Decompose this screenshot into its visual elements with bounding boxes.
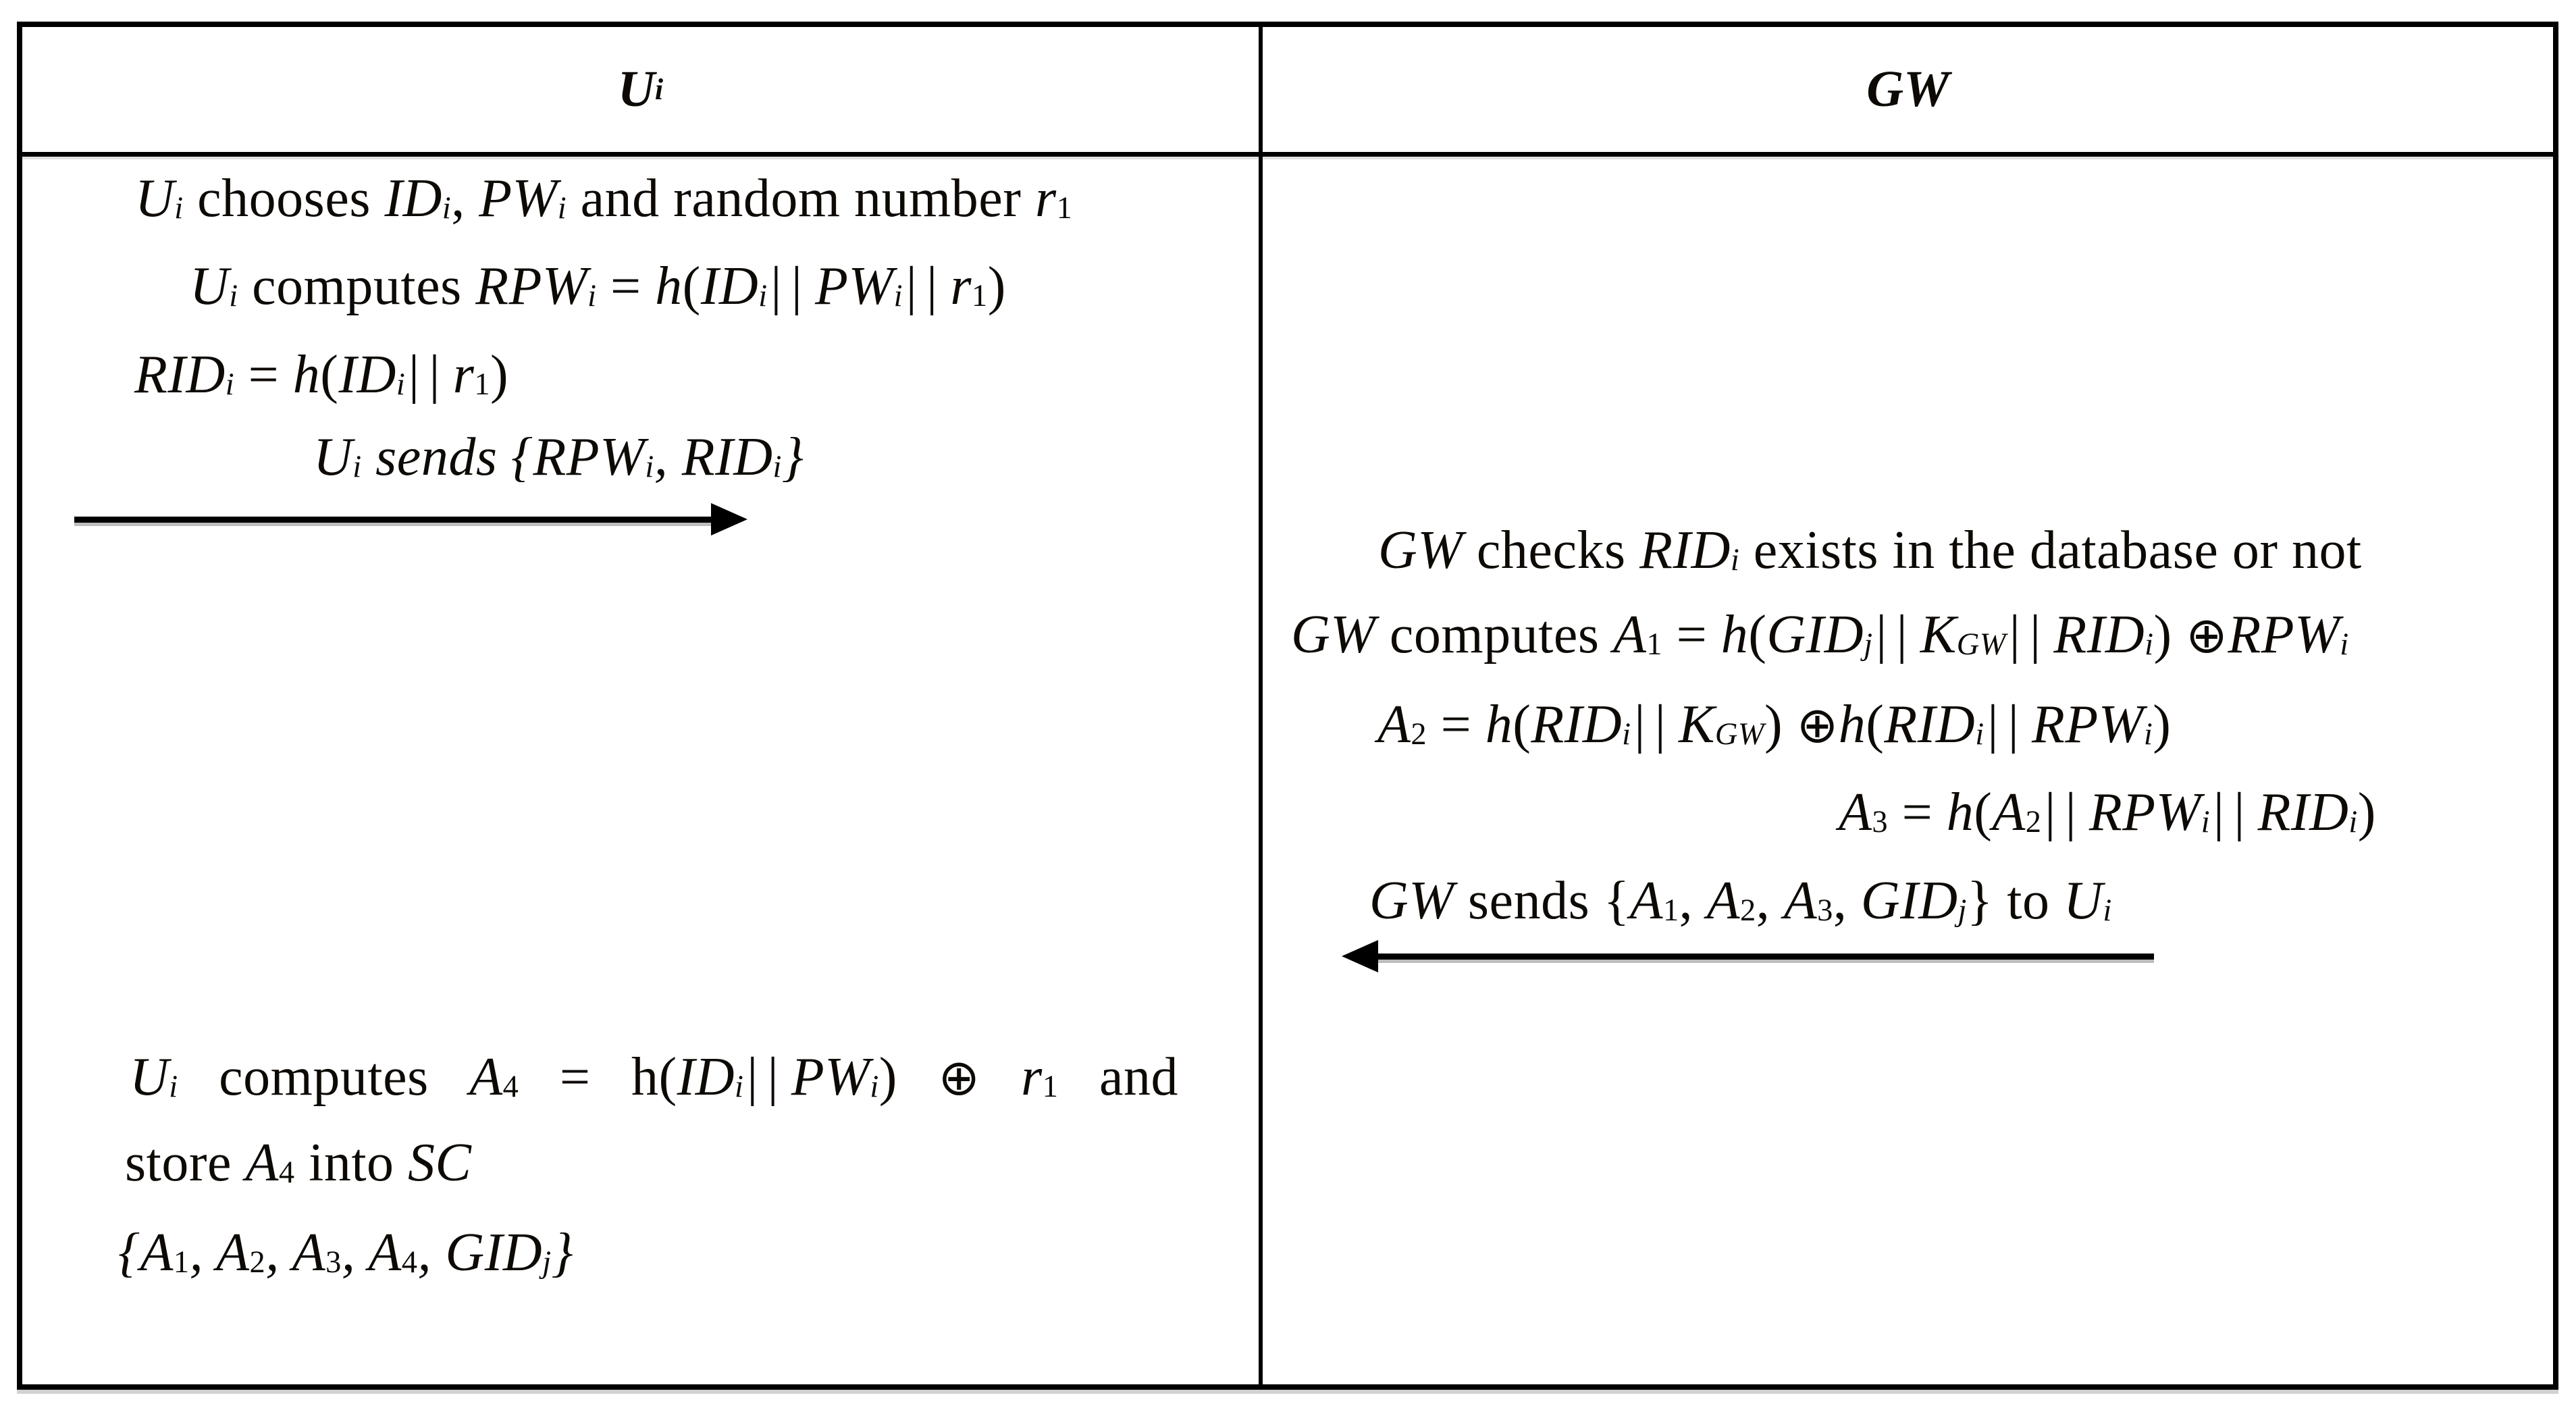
arrow-right-head-icon (711, 503, 747, 536)
step-ui-computes-rpw: Ui computes RPWi = h(IDi||PWi||r1) (190, 257, 1006, 316)
message-arrow-gw-to-ui (1342, 940, 2154, 972)
arrow-shaft (1373, 954, 2154, 960)
arrow-left-head-icon (1342, 940, 1378, 972)
step-ui-sends: Ui sends {RPWi, RIDi} (313, 427, 804, 487)
step-ui-computes-rid: RIDi = h(IDi||r1) (134, 345, 509, 404)
step-gw-computes-a3: A3 = h(A2||RPWi||RIDi) (1839, 783, 2376, 842)
step-ui-chooses: Ui chooses IDi, PWi and random number r1 (135, 169, 1073, 228)
message-arrow-ui-to-gw (74, 503, 747, 536)
header-gw: GW (1866, 61, 1949, 118)
header-separator (22, 152, 2553, 157)
step-gw-computes-a1: GW computes A1 = h(GIDj||KGW||RIDi) ⊕RPW… (1291, 605, 2349, 664)
step-ui-computes-a4: Ui computes A4 = h(IDi||PWi) ⊕ r1 and (130, 1047, 1178, 1107)
step-gw-sends: GW sends {A1, A2, A3, GIDj} to Ui (1369, 871, 2112, 931)
smartcard-contents: {A1, A2, A3, A4, GIDj} (118, 1223, 574, 1282)
step-gw-checks: GW checks RIDi exists in the database or… (1378, 521, 2362, 580)
step-ui-store-a4: store A4 into SC (125, 1133, 472, 1193)
column-divider (1259, 27, 1263, 1384)
arrow-shaft (74, 517, 716, 523)
step-gw-computes-a2: A2 = h(RIDi||KGW) ⊕h(RIDi||RPWi) (1377, 695, 2172, 754)
